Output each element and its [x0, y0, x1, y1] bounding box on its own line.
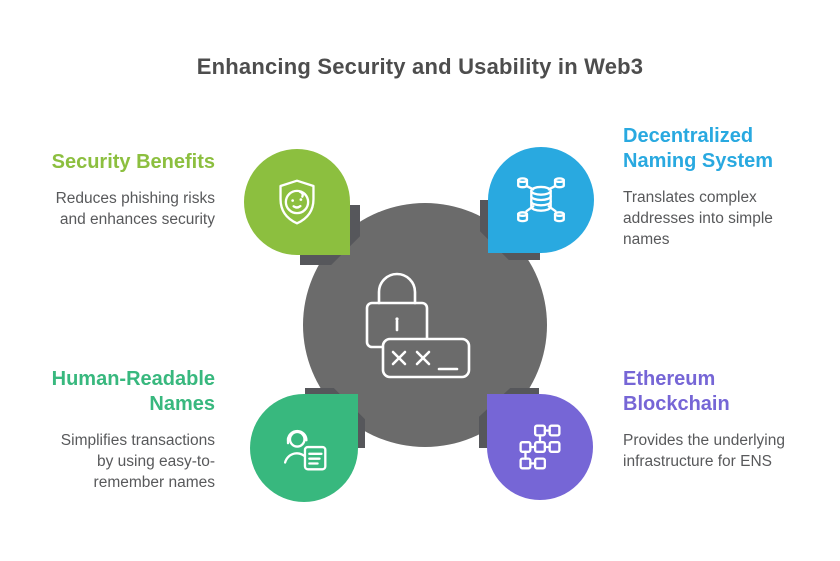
node-description: Simplifies transactions by using easy-to… [60, 432, 215, 491]
node-text-ethereum-blockchain: Ethereum Blockchain Provides the underly… [623, 367, 828, 472]
node-heading: Security Benefits [51, 151, 215, 173]
password-lock-icon [365, 272, 471, 379]
database-network-icon [517, 177, 565, 223]
bubble-security-benefits [244, 149, 350, 255]
bubble-ethereum-blockchain [487, 394, 593, 500]
node-heading: Ethereum Blockchain [623, 368, 730, 415]
bubble-decentralized-naming-system [488, 147, 594, 253]
node-text-security-benefits: Security Benefits Reduces phishing risks… [10, 150, 215, 230]
page-title: Enhancing Security and Usability in Web3 [196, 54, 644, 79]
shield-smiley-icon [279, 179, 315, 225]
node-description: Translates complex addresses into simple… [623, 189, 773, 248]
blockchain-blocks-icon [519, 424, 561, 470]
node-heading: Decentralized Naming System [623, 125, 774, 172]
person-document-icon [283, 429, 327, 471]
node-heading: Human-Readable Names [51, 368, 215, 415]
node-description: Reduces phishing risks and enhances secu… [55, 190, 215, 228]
bubble-human-readable-names [250, 394, 358, 502]
node-description: Provides the underlying infrastructure f… [623, 432, 785, 470]
node-text-human-readable-names: Human-Readable Names Simplifies transact… [10, 367, 215, 493]
node-text-decentralized-naming-system: Decentralized Naming System Translates c… [623, 124, 828, 250]
